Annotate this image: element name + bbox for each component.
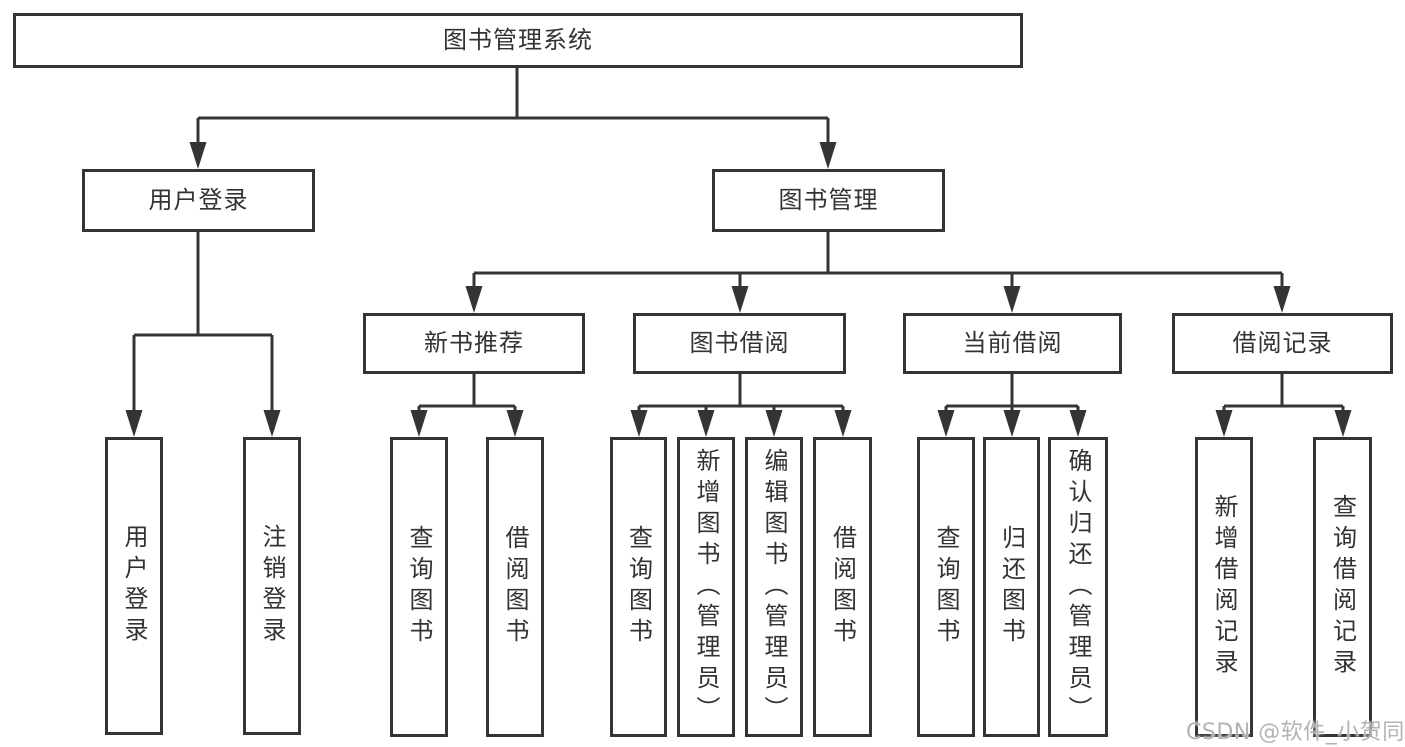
node-new-book-rec: 新书推荐 [363, 313, 585, 374]
node-label-borrow-book: 借阅图书 [828, 525, 857, 649]
node-add-borrow-record: 新增借阅记录 [1195, 437, 1253, 737]
node-label-current-borrow: 当前借阅 [962, 329, 1063, 358]
node-label-borrow-records: 借阅记录 [1232, 329, 1333, 358]
node-borrow-book: 借阅图书 [813, 437, 872, 737]
node-label-login: 用户登录 [120, 524, 148, 648]
node-book-borrow: 图书借阅 [633, 313, 846, 374]
node-add-book: 新增图书（管理员） [677, 437, 735, 737]
node-root: 图书管理系统 [13, 13, 1023, 68]
node-label-edit-book: 编辑图书（管理员） [760, 447, 788, 727]
node-label-query-book-borrow: 查询图书 [624, 525, 653, 649]
arrowhead-icon [819, 142, 837, 169]
node-current-borrow: 当前借阅 [903, 313, 1122, 374]
arrowhead-icon [1003, 410, 1021, 437]
arrowhead-icon [1003, 286, 1021, 313]
arrowhead-icon [731, 286, 749, 313]
node-edit-book: 编辑图书（管理员） [745, 437, 803, 737]
node-label-query-borrow-record: 查询借阅记录 [1328, 494, 1357, 680]
arrowhead-icon [263, 410, 281, 437]
node-label-return-book: 归还图书 [997, 525, 1026, 649]
node-label-logout: 注销登录 [258, 524, 286, 648]
node-borrow-records: 借阅记录 [1172, 313, 1393, 374]
csdn-watermark: CSDN @软件_小贺同学 [1186, 720, 1405, 745]
node-label-add-book: 新增图书（管理员） [692, 447, 720, 727]
node-label-add-borrow-record: 新增借阅记录 [1210, 494, 1238, 680]
node-logout: 注销登录 [243, 437, 301, 735]
node-book-mgmt: 图书管理 [712, 169, 945, 232]
node-label-root: 图书管理系统 [443, 26, 593, 55]
node-borrow-book-rec: 借阅图书 [486, 437, 544, 737]
arrowhead-icon [1069, 410, 1087, 437]
node-label-book-borrow: 图书借阅 [689, 329, 790, 358]
arrowhead-icon [697, 410, 715, 437]
arrowhead-icon [506, 410, 524, 437]
arrowhead-icon [1215, 410, 1233, 437]
node-query-book-rec: 查询图书 [390, 437, 448, 737]
node-label-user-login: 用户登录 [148, 186, 249, 215]
node-query-borrow-record: 查询借阅记录 [1313, 437, 1372, 737]
node-query-book-borrow: 查询图书 [610, 437, 667, 737]
arrowhead-icon [410, 410, 428, 437]
node-query-book-current: 查询图书 [917, 437, 975, 737]
arrowhead-icon [834, 410, 852, 437]
tree-branch-lines [132, 68, 1345, 413]
arrowhead-icon [1273, 286, 1291, 313]
node-label-new-book-rec: 新书推荐 [424, 329, 524, 358]
node-confirm-return: 确认归还（管理员） [1048, 437, 1108, 737]
arrowhead-icon [1334, 410, 1352, 437]
arrowhead-icon [765, 410, 783, 437]
node-label-book-mgmt: 图书管理 [778, 186, 879, 215]
node-label-borrow-book-rec: 借阅图书 [501, 525, 529, 649]
node-login: 用户登录 [105, 437, 163, 735]
node-return-book: 归还图书 [983, 437, 1040, 737]
arrowhead-icon [125, 410, 143, 437]
node-label-confirm-return: 确认归还（管理员） [1064, 447, 1092, 727]
arrowhead-icon [465, 286, 483, 313]
arrowhead-icon [189, 142, 207, 169]
arrowhead-icon [937, 410, 955, 437]
node-user-login: 用户登录 [82, 169, 315, 232]
node-label-query-book-rec: 查询图书 [405, 525, 433, 649]
arrowhead-icon [630, 410, 648, 437]
node-label-query-book-current: 查询图书 [932, 525, 960, 649]
